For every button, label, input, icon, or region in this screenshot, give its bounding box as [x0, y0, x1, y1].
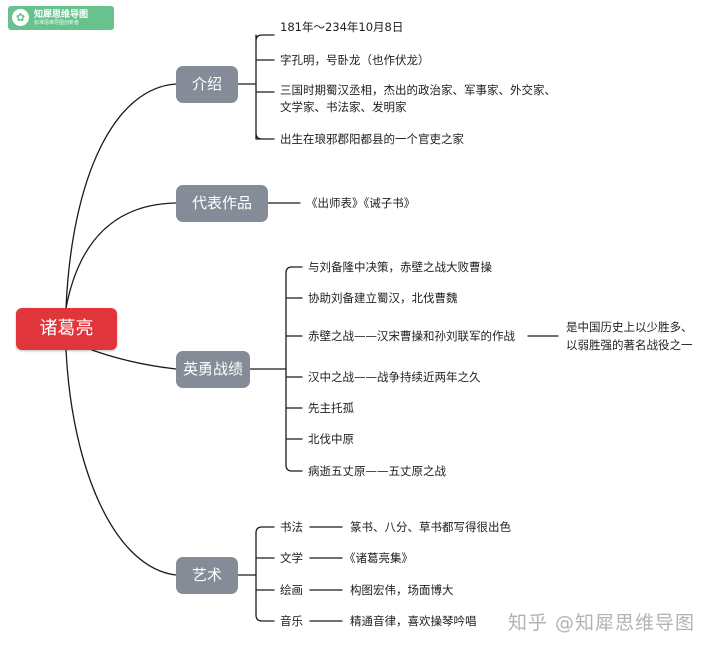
works-item[interactable]: 《出师表》《诫子书》 — [306, 196, 416, 210]
intro-item-role-2[interactable]: 文学家、书法家、发明家 — [280, 100, 407, 114]
military-item-4[interactable]: 汉中之战——战争持续近两年之久 — [308, 370, 481, 384]
art-detail-music[interactable]: 精通音律，喜欢操琴吟唱 — [350, 614, 477, 628]
military-note-line-2[interactable]: 以弱胜强的著名战役之一 — [566, 338, 693, 352]
branch-military[interactable]: 英勇战绩 — [176, 351, 250, 388]
military-item-3[interactable]: 赤壁之战——汉宋曹操和孙刘联军的作战 — [308, 329, 515, 343]
logo-tagline: 标准思维导图创新者 — [34, 20, 80, 26]
military-item-2[interactable]: 协助刘备建立蜀汉，北伐曹魏 — [308, 291, 458, 305]
military-item-5[interactable]: 先主托孤 — [308, 401, 354, 415]
connector-military-bracket — [249, 266, 303, 472]
military-item-1[interactable]: 与刘备隆中决策，赤壁之战大败曹操 — [308, 260, 492, 274]
root-node[interactable]: 诸葛亮 — [16, 308, 117, 350]
connector-root-works — [65, 202, 177, 309]
connector-root-intro — [65, 83, 177, 309]
connector-intro-bracket — [237, 34, 275, 140]
military-item-6[interactable]: 北伐中原 — [308, 432, 354, 446]
intro-item-lifespan[interactable]: 181年～234年10月8日 — [280, 20, 404, 34]
branch-intro[interactable]: 介绍 — [176, 66, 238, 103]
intro-item-birthplace[interactable]: 出生在琅邪郡阳都县的一个官吏之家 — [280, 132, 464, 146]
art-detail-painting[interactable]: 构图宏伟，场面博大 — [350, 583, 454, 597]
military-note-line-1[interactable]: 是中国历史上以少胜多、 — [566, 320, 693, 334]
logo-name: 知犀思维导图 — [34, 10, 89, 20]
art-detail-calligraphy[interactable]: 篆书、八分、草书都写得很出色 — [350, 520, 511, 534]
military-item-7[interactable]: 病逝五丈原——五丈原之战 — [308, 464, 446, 478]
intro-item-role-1[interactable]: 三国时期蜀汉丞相，杰出的政治家、军事家、外交家、 — [280, 83, 556, 97]
art-label-music[interactable]: 音乐 — [280, 614, 303, 628]
branch-works[interactable]: 代表作品 — [176, 185, 268, 222]
connector-root-military — [91, 349, 177, 370]
art-label-painting[interactable]: 绘画 — [280, 583, 303, 597]
connector-art-details — [309, 526, 343, 622]
logo-icon: ✿ — [12, 9, 29, 26]
branch-art[interactable]: 艺术 — [176, 557, 238, 594]
brand-logo: ✿ 知犀思维导图 标准思维导图创新者 — [8, 6, 114, 30]
connector-root-art — [65, 349, 177, 576]
connector-art-bracket — [237, 526, 275, 622]
watermark-text: 知乎 @知犀思维导图 — [508, 612, 696, 634]
art-detail-literature[interactable]: 《诸葛亮集》 — [344, 551, 413, 565]
art-label-calligraphy[interactable]: 书法 — [280, 520, 303, 534]
intro-item-name[interactable]: 字孔明，号卧龙（也作伏龙） — [280, 53, 430, 67]
art-label-literature[interactable]: 文学 — [280, 551, 303, 565]
